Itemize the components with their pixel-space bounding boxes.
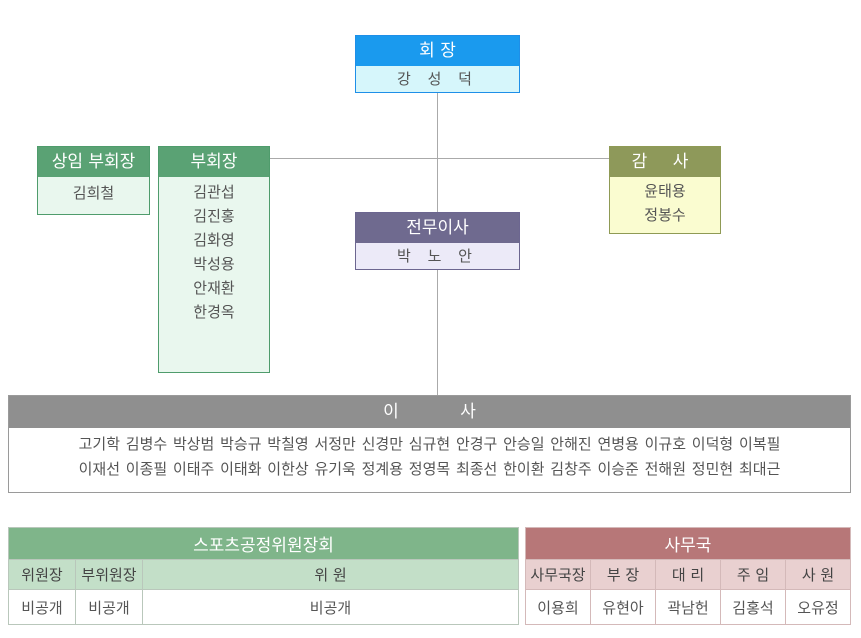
secretariat-title: 사무국 [525,527,851,560]
vice-presidents-list: 김관섭 김진홍 김화영 박성용 안재환 한경옥 [159,177,269,324]
executive-director-title: 전무이사 [356,213,519,243]
sports-committee-vice-chair-value: 비공개 [75,589,143,625]
board-members: 고기학 김병수 박상범 박승규 박칠영 서정만 신경만 심규현 안경구 안승일 … [9,428,850,482]
vice-president-name: 김화영 [193,231,235,249]
executive-director-box: 전무이사 박 노 안 [355,212,520,270]
secretariat-assistant-manager-name: 곽남헌 [655,589,721,625]
auditor-name: 정봉수 [644,206,686,224]
board-members-row-2: 이재선 이종필 이태주 이태화 이한상 유기욱 정계용 정영목 최종선 한이환 … [78,460,781,478]
secretariat-staff-name: 오유정 [785,589,851,625]
sports-committee-members-value: 비공개 [142,589,519,625]
auditors-list: 윤태용 정봉수 [610,177,720,227]
secretariat-header-assistant-manager: 대 리 [655,559,721,590]
vice-president-name: 김관섭 [193,183,235,201]
vice-president-name: 박성용 [193,255,235,273]
vice-presidents-title: 부회장 [159,147,269,177]
president-title: 회 장 [356,36,519,66]
secretariat-header-secretary-general: 사무국장 [525,559,591,590]
connector-horizontal-vice-audit [270,158,609,159]
sports-committee-title: 스포츠공정위원장회 [8,527,519,560]
executive-director-name: 박 노 안 [397,247,478,265]
auditor-name: 윤태용 [644,182,686,200]
secretariat-secretary-general-name: 이용희 [525,589,591,625]
secretariat-header-senior-staff: 주 임 [720,559,786,590]
secretariat-header-staff: 사 원 [785,559,851,590]
standing-vice-president-title: 상임 부회장 [38,147,149,177]
sports-committee-header-vice-chair: 부위원장 [75,559,143,590]
president-box: 회 장 강 성 덕 [355,35,520,93]
vice-president-name: 안재환 [193,279,235,297]
board-of-directors-box: 이 사 고기학 김병수 박상범 박승규 박칠영 서정만 신경만 심규현 안경구 … [8,395,851,493]
auditors-box: 감 사 윤태용 정봉수 [609,146,721,234]
president-name: 강 성 덕 [397,70,478,88]
auditors-title: 감 사 [610,147,720,177]
board-members-row-1: 고기학 김병수 박상범 박승규 박칠영 서정만 신경만 심규현 안경구 안승일 … [78,435,781,453]
vice-president-name: 한경옥 [193,303,235,321]
secretariat-table: 사무국 사무국장 부 장 대 리 주 임 사 원 이용희 유현아 곽남헌 김홍석… [525,527,851,625]
sports-committee-header-chair: 위원장 [8,559,76,590]
vice-president-name: 김진홍 [193,207,235,225]
sports-committee-header-members: 위 원 [142,559,519,590]
board-title: 이 사 [9,396,850,428]
secretariat-department-head-name: 유현아 [590,589,656,625]
standing-vice-president-name: 김희철 [72,184,115,202]
standing-vice-president-box: 상임 부회장 김희철 [37,146,150,215]
secretariat-senior-staff-name: 김홍석 [720,589,786,625]
sports-committee-table: 스포츠공정위원장회 위원장 부위원장 위 원 비공개 비공개 비공개 [8,527,519,625]
vice-presidents-box: 부회장 김관섭 김진홍 김화영 박성용 안재환 한경옥 [158,146,270,373]
sports-committee-chair-value: 비공개 [8,589,76,625]
secretariat-header-department-head: 부 장 [590,559,656,590]
